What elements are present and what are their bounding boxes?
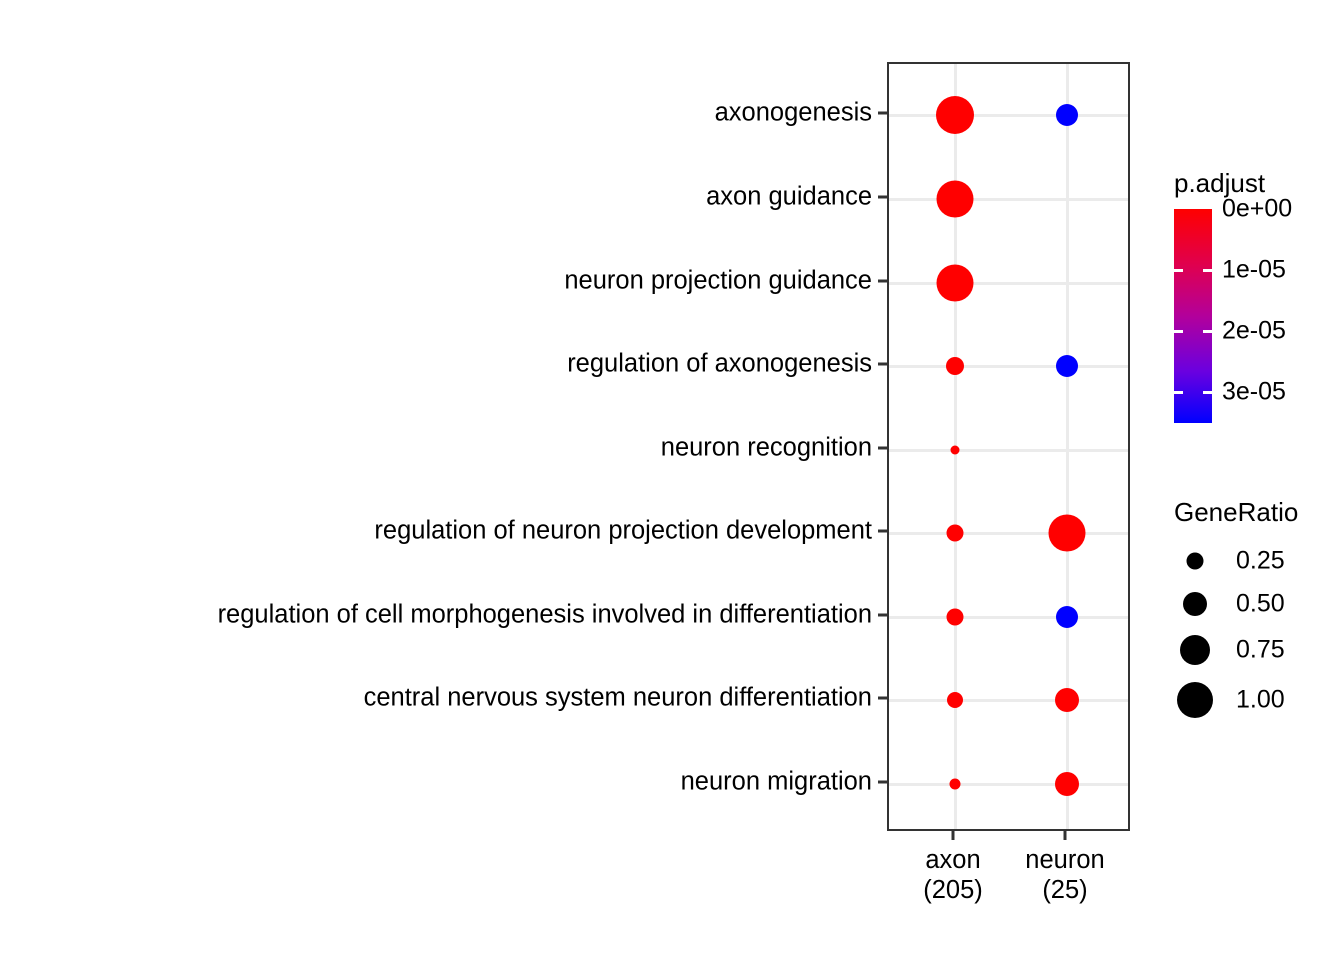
data-point bbox=[1055, 772, 1079, 796]
y-axis-label: neuron recognition bbox=[660, 433, 872, 462]
y-axis-label: regulation of neuron projection developm… bbox=[374, 516, 872, 545]
colorbar-tick-label: 2e-05 bbox=[1222, 316, 1286, 345]
data-point bbox=[946, 357, 964, 375]
gridline-horizontal bbox=[889, 615, 1128, 619]
y-axis-tick bbox=[878, 446, 887, 450]
y-axis-label: regulation of cell morphogenesis involve… bbox=[217, 600, 872, 629]
y-axis-tick bbox=[878, 111, 887, 115]
y-axis-label: regulation of axonogenesis bbox=[567, 349, 872, 378]
size-legend-dot bbox=[1180, 635, 1210, 665]
data-point bbox=[1056, 104, 1078, 126]
gridline-horizontal bbox=[889, 531, 1128, 535]
gridline-horizontal bbox=[889, 448, 1128, 452]
size-legend-dot bbox=[1183, 592, 1207, 616]
x-axis-label-name: neuron bbox=[1025, 846, 1105, 874]
y-axis-tick bbox=[878, 195, 887, 199]
data-point bbox=[949, 778, 961, 790]
colorbar-tick-label: 3e-05 bbox=[1222, 377, 1286, 406]
size-legend-label: 0.75 bbox=[1236, 635, 1285, 664]
x-axis-label-name: axon bbox=[925, 846, 981, 874]
size-legend-title: GeneRatio bbox=[1174, 497, 1299, 527]
size-legend-dot bbox=[1177, 682, 1213, 718]
plot-panel bbox=[887, 62, 1130, 831]
data-point bbox=[936, 264, 974, 302]
y-axis-label: axonogenesis bbox=[714, 98, 872, 127]
x-axis-label-count: (25) bbox=[1042, 876, 1088, 905]
y-axis-labels: axonogenesis axon guidance neuron projecti… bbox=[217, 98, 872, 796]
x-axis-tick bbox=[1063, 831, 1067, 840]
size-legend-label: 0.50 bbox=[1236, 589, 1285, 618]
y-axis-tick bbox=[878, 529, 887, 533]
data-point bbox=[946, 608, 964, 626]
x-axis-label: axon(205) bbox=[923, 845, 983, 905]
gridline-horizontal bbox=[889, 281, 1128, 285]
colorbar-tick bbox=[1203, 268, 1212, 272]
colorbar-tick bbox=[1174, 329, 1183, 333]
gridline-horizontal bbox=[889, 113, 1128, 117]
y-axis-label: neuron projection guidance bbox=[564, 266, 872, 295]
y-axis-label: central nervous system neuron differenti… bbox=[363, 683, 872, 712]
gridline-horizontal bbox=[889, 364, 1128, 368]
colorbar-tick-label: 1e-05 bbox=[1222, 255, 1286, 284]
data-point bbox=[936, 96, 974, 134]
size-legend-label: 0.25 bbox=[1236, 546, 1285, 575]
size-legend-dot bbox=[1186, 552, 1204, 570]
gridline-horizontal bbox=[889, 782, 1128, 786]
data-point bbox=[1056, 355, 1078, 377]
color-legend-colorbar bbox=[1174, 209, 1212, 423]
x-axis-tick bbox=[951, 831, 955, 840]
colorbar-tick bbox=[1203, 390, 1212, 394]
colorbar-tick bbox=[1174, 268, 1183, 272]
colorbar-tick bbox=[1174, 390, 1183, 394]
gridline-vertical bbox=[1065, 64, 1069, 829]
data-point bbox=[1056, 606, 1078, 628]
y-axis-label: neuron migration bbox=[680, 767, 872, 796]
colorbar-tick-label: 0e+00 bbox=[1222, 194, 1293, 223]
x-axis-label-count: (205) bbox=[923, 876, 983, 905]
y-axis-tick bbox=[878, 613, 887, 617]
data-point bbox=[947, 692, 963, 708]
x-axis-label: neuron(25) bbox=[1025, 845, 1104, 905]
y-axis-tick bbox=[878, 362, 887, 366]
y-axis-tick bbox=[878, 279, 887, 283]
gridline-horizontal bbox=[889, 197, 1128, 201]
data-point bbox=[936, 180, 974, 218]
y-axis-label: axon guidance bbox=[706, 182, 872, 211]
data-point bbox=[946, 524, 964, 542]
data-point bbox=[1055, 688, 1079, 712]
y-axis-tick bbox=[878, 696, 887, 700]
color-legend-title: p.adjust bbox=[1174, 168, 1266, 198]
y-axis-tick bbox=[878, 780, 887, 784]
data-point bbox=[950, 445, 960, 455]
gridline-horizontal bbox=[889, 698, 1128, 702]
data-point bbox=[1048, 514, 1086, 552]
size-legend-label: 1.00 bbox=[1236, 685, 1285, 714]
colorbar-tick bbox=[1203, 329, 1212, 333]
